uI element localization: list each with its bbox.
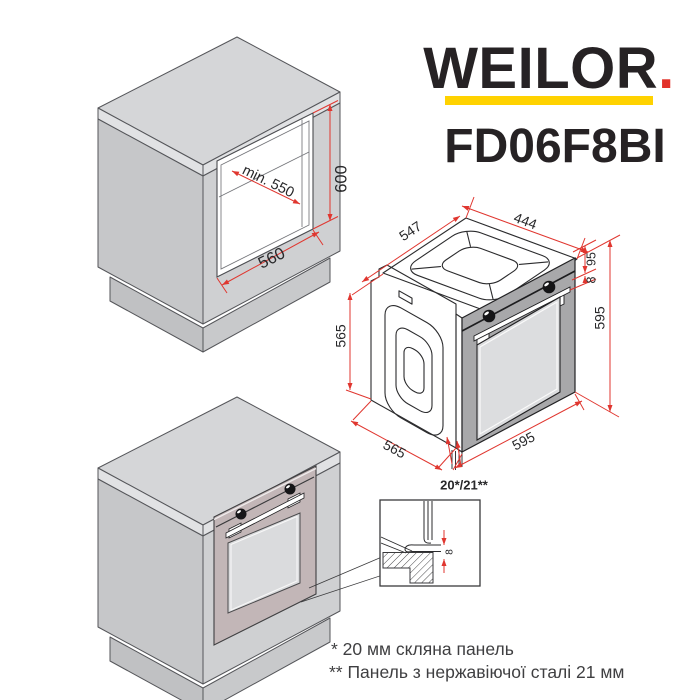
worktop-section-hatch <box>382 552 434 584</box>
knob-highlight <box>484 311 489 316</box>
brand-logo: WEILOR. <box>423 36 675 101</box>
footnotes: * 20 мм скляна панель ** Панель з нержав… <box>329 639 624 682</box>
brand-logo-dot: . <box>658 36 675 101</box>
oven-knob <box>482 309 496 323</box>
footnote-glass-panel: * 20 мм скляна панель <box>331 639 514 659</box>
panel-height-dim: 95 <box>584 252 598 266</box>
brand-logo-text: WEILOR <box>423 36 658 101</box>
body-depth-dim: 565 <box>381 436 409 461</box>
oven-top-depth-dim: 547 <box>396 218 424 244</box>
door-gap-dim: 8 <box>445 549 456 555</box>
door-glass-bevel <box>230 515 298 611</box>
door-handle <box>225 492 305 539</box>
panel-offset-dim: 8 <box>584 276 598 283</box>
knob-highlight <box>544 282 549 287</box>
side-hinge-tab <box>399 291 412 304</box>
knob-highlight <box>286 485 290 489</box>
oven-top-highlight <box>213 467 317 521</box>
oven-dimension-lines: 547 444 95 8 595 565 565 <box>333 196 621 492</box>
niche-height-dim: 600 <box>332 165 350 193</box>
oven-knob <box>542 280 556 294</box>
door-gap-detail-drawing: 8 <box>379 499 481 587</box>
brand-block: WEILOR. FD06F8BI <box>423 36 675 173</box>
control-panel-edge <box>461 270 576 332</box>
oven-knob <box>284 483 296 495</box>
front-height-dim: 595 <box>592 306 608 330</box>
knob-highlight <box>237 510 241 514</box>
door-handle <box>473 286 571 342</box>
front-width-dim: 595 <box>509 428 537 453</box>
installed-oven-drawing <box>97 396 405 700</box>
installed-oven-front <box>213 465 317 646</box>
oven-side-emboss <box>385 283 443 442</box>
door-section-lines <box>380 501 441 554</box>
cabinet-niche-drawing: min. 550 600 560 <box>97 36 350 353</box>
model-number: FD06F8BI <box>444 120 665 173</box>
oven-knob <box>235 508 247 520</box>
oven-frame-side <box>455 313 463 453</box>
brand-underline-bar <box>445 96 653 105</box>
body-height-dim: 565 <box>333 324 349 348</box>
oven-top-width-dim: 444 <box>512 209 540 232</box>
door-thickness-dim: 20*/21** <box>440 477 489 492</box>
oven-dimensions-drawing: 547 444 95 8 595 565 565 <box>333 196 621 492</box>
control-panel-edge <box>215 476 315 528</box>
footnote-steel-panel: ** Панель з нержавіючої сталі 21 мм <box>329 662 624 682</box>
